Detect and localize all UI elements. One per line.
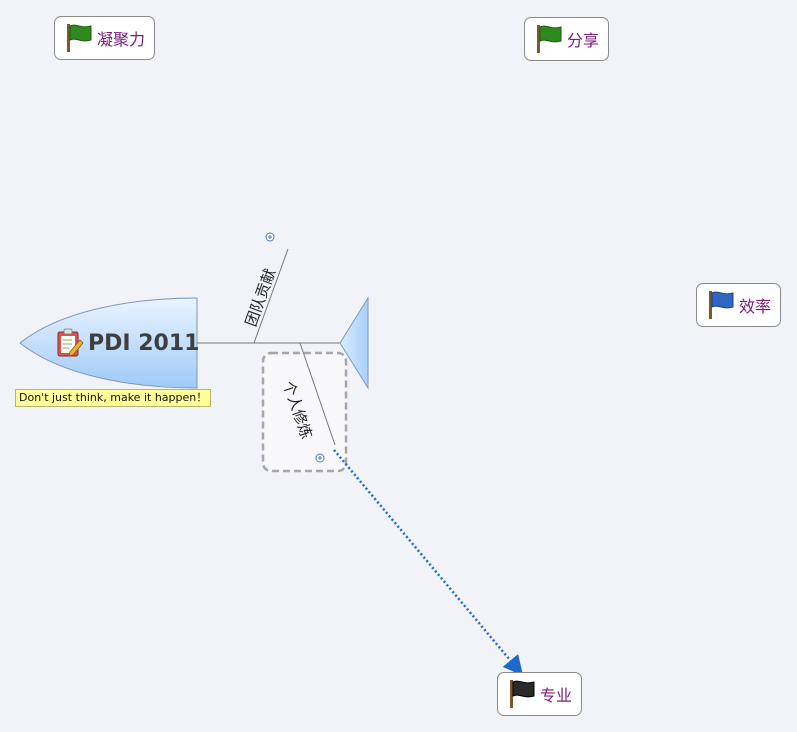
selection-box	[261, 351, 348, 473]
fish-tail	[339, 296, 369, 390]
floating-topic-label: 分享	[567, 31, 600, 50]
topic-note: Don't just think, make it happen！	[15, 389, 212, 407]
floating-topic-label: 凝聚力	[97, 30, 146, 49]
relationship-arrow[interactable]	[333, 449, 524, 676]
floating-topic-label: 专业	[540, 686, 573, 705]
floating-topic-share[interactable]: 分享	[524, 17, 609, 61]
bone-line-team	[253, 248, 289, 344]
floating-topic-cohesion[interactable]: 凝聚力	[54, 16, 155, 60]
floating-topic-efficiency[interactable]: 效率	[696, 283, 781, 327]
floating-topic-professional[interactable]: 专业	[497, 672, 582, 716]
blue-flag-icon	[709, 291, 734, 319]
green-flag-icon	[537, 25, 562, 53]
central-topic-title: PDI 2011	[88, 330, 200, 356]
fish-head-shape[interactable]	[19, 297, 198, 389]
floating-topic-label: 效率	[739, 297, 772, 316]
green-flag-icon	[67, 24, 92, 52]
black-flag-icon	[510, 680, 535, 708]
central-topic[interactable]: PDI 2011	[56, 326, 199, 360]
clipboard-note-icon	[57, 328, 84, 357]
bone-line-personal	[299, 342, 336, 446]
